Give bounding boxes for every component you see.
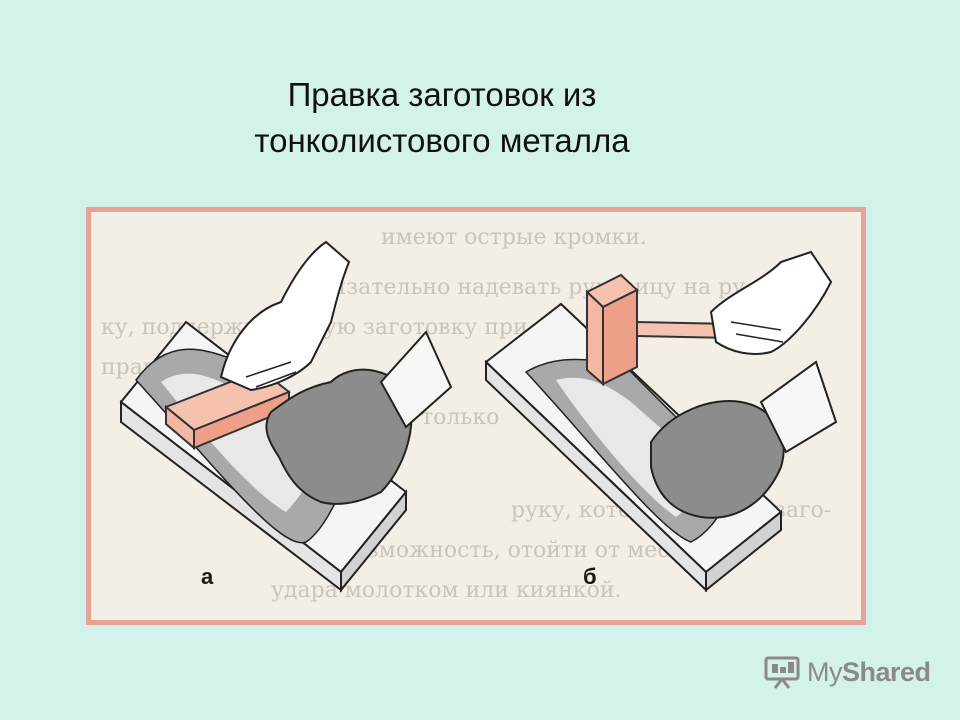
plate-a-edge	[340, 489, 407, 593]
background-text-line: возможность, отойти от места	[341, 538, 695, 563]
plate-b-edge	[705, 509, 782, 593]
slide-title: Правка заготовок из тонколистового метал…	[0, 72, 884, 164]
panel-a	[119, 240, 453, 593]
hand-a	[219, 240, 351, 392]
mallet-head-front	[586, 289, 604, 387]
background-text-line: только	[421, 405, 499, 430]
wooden-block-a-end	[165, 404, 195, 451]
watermark-text: MyShared	[807, 657, 931, 688]
sleeve-b	[759, 360, 838, 454]
mallet-head-side	[602, 288, 638, 386]
figure-label-b: б	[583, 564, 597, 589]
panel-b	[484, 250, 838, 593]
illustration: имеют острые кромки. Обязательно надеват…	[101, 225, 838, 603]
presentation-screen-icon	[764, 656, 800, 689]
watermark-brand-suffix: Shared	[842, 656, 931, 687]
figure-label-a: а	[201, 564, 214, 589]
slide-title-line-2: тонколистового металла	[254, 122, 630, 159]
hand-b	[709, 250, 833, 355]
glove-b	[650, 400, 785, 519]
background-text-line: Обязательно надевать рукавицу на ру-	[301, 275, 753, 300]
sleeve-a	[379, 330, 453, 429]
illustration-frame: имеют острые кромки. Обязательно надеват…	[86, 207, 866, 625]
background-text-line: удара молотком или киянкой.	[271, 578, 622, 603]
background-text-line: имеют острые кромки.	[381, 225, 647, 250]
watermark-brand-prefix: My	[807, 656, 843, 687]
slide-title-line-1: Правка заготовок из	[287, 76, 597, 113]
myshared-watermark: MyShared	[763, 652, 931, 692]
glove-a	[265, 368, 413, 505]
